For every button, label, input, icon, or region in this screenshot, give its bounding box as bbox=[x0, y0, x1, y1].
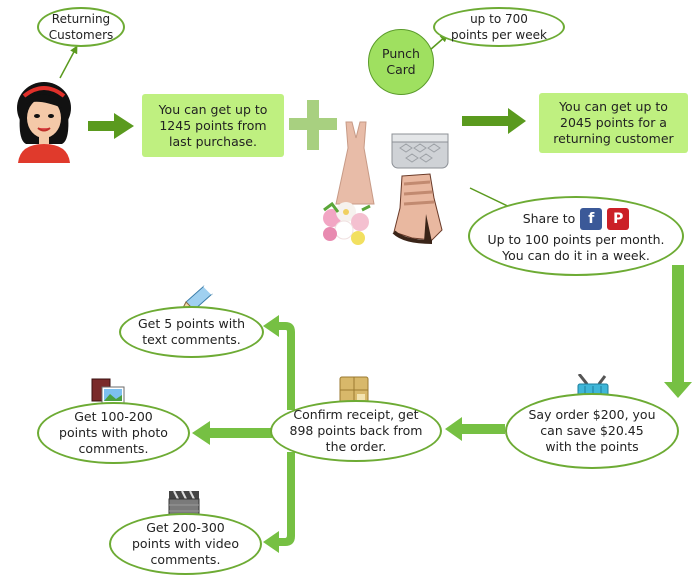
share-label: Share to bbox=[522, 211, 576, 226]
order-savings-label: Say order $200, you can save $20.45 with… bbox=[528, 407, 656, 454]
text-comments-label: Get 5 points with text comments. bbox=[137, 316, 246, 347]
connector-punchcard-to-weekly bbox=[429, 34, 449, 51]
flowers-icon bbox=[323, 201, 371, 245]
returning-customers-label: Returning Customers bbox=[48, 12, 114, 42]
arrow-confirm-to-photo bbox=[192, 421, 272, 445]
share-node: Share to f P Up to 100 points per month.… bbox=[468, 196, 684, 276]
last-purchase-label: You can get up to 1245 points from last … bbox=[158, 101, 268, 149]
fashion-products-icon bbox=[322, 118, 452, 250]
video-comments-node: Get 200-300 points with video comments. bbox=[109, 513, 262, 575]
plus-icon bbox=[289, 100, 337, 150]
video-comments-label: Get 200-300 points with video comments. bbox=[131, 520, 239, 567]
share-weekly-note: You can do it in a week. bbox=[502, 248, 650, 263]
arrow-share-to-order bbox=[664, 265, 692, 398]
returning-customer-points-box: You can get up to 2045 points for a retu… bbox=[539, 93, 688, 153]
punch-card-label: Punch Card bbox=[382, 46, 420, 77]
weekly-points-label: up to 700 points per week bbox=[451, 12, 547, 42]
weekly-points-node: up to 700 points per week bbox=[433, 7, 565, 47]
arrow-products-to-returning-points bbox=[462, 108, 526, 134]
branch-connector bbox=[263, 315, 295, 553]
photo-icon bbox=[90, 378, 126, 408]
branch-down-to-video bbox=[263, 452, 295, 553]
text-comments-node: Get 5 points with text comments. bbox=[119, 306, 264, 358]
woman-avatar-icon bbox=[14, 78, 74, 163]
returning-customers-node: Returning Customers bbox=[37, 7, 125, 47]
confirm-receipt-label: Confirm receipt, get 898 points back fro… bbox=[289, 407, 423, 454]
returning-customer-points-label: You can get up to 2045 points for a retu… bbox=[553, 99, 674, 146]
punch-card-node: Punch Card bbox=[368, 29, 434, 95]
pencil-icon bbox=[178, 284, 214, 314]
arrow-avatar-to-last-purchase bbox=[88, 113, 134, 139]
order-savings-node: Say order $200, you can save $20.45 with… bbox=[505, 393, 679, 469]
pinterest-icon[interactable]: P bbox=[607, 208, 630, 230]
facebook-icon[interactable]: f bbox=[580, 208, 603, 230]
last-purchase-box: You can get up to 1245 points from last … bbox=[142, 94, 284, 157]
photo-comments-node: Get 100-200 points with photo comments. bbox=[37, 402, 190, 464]
parcel-box-icon bbox=[339, 376, 369, 404]
dress-icon bbox=[335, 121, 375, 205]
photo-comments-label: Get 100-200 points with photo comments. bbox=[59, 409, 168, 456]
connector-avatar-to-returning bbox=[59, 45, 78, 79]
share-row: Share to f P bbox=[523, 208, 630, 230]
confirm-receipt-node: Confirm receipt, get 898 points back fro… bbox=[270, 400, 442, 462]
branch-up-to-text bbox=[263, 315, 295, 410]
arrow-order-to-confirm bbox=[445, 417, 505, 441]
share-monthly-limit: Up to 100 points per month. bbox=[487, 232, 665, 247]
